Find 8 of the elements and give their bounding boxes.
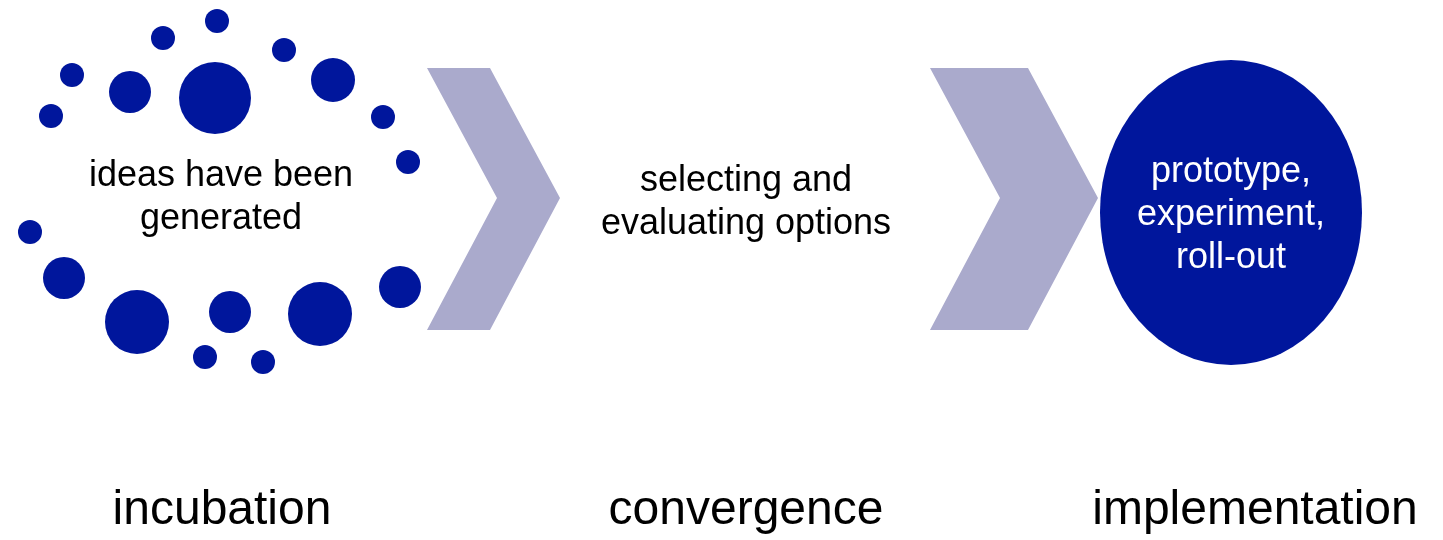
chevron-arrow bbox=[930, 68, 1098, 330]
node-text: ideas have been generated bbox=[87, 152, 355, 238]
stage-label: convergence bbox=[608, 480, 884, 535]
chevron-arrow bbox=[427, 68, 560, 330]
stage-label: implementation bbox=[1092, 480, 1418, 535]
node-text: selecting and evaluating options bbox=[599, 157, 893, 243]
stage-label: incubation bbox=[112, 480, 332, 535]
node-text: prototype, experiment, roll-out bbox=[1135, 148, 1327, 277]
